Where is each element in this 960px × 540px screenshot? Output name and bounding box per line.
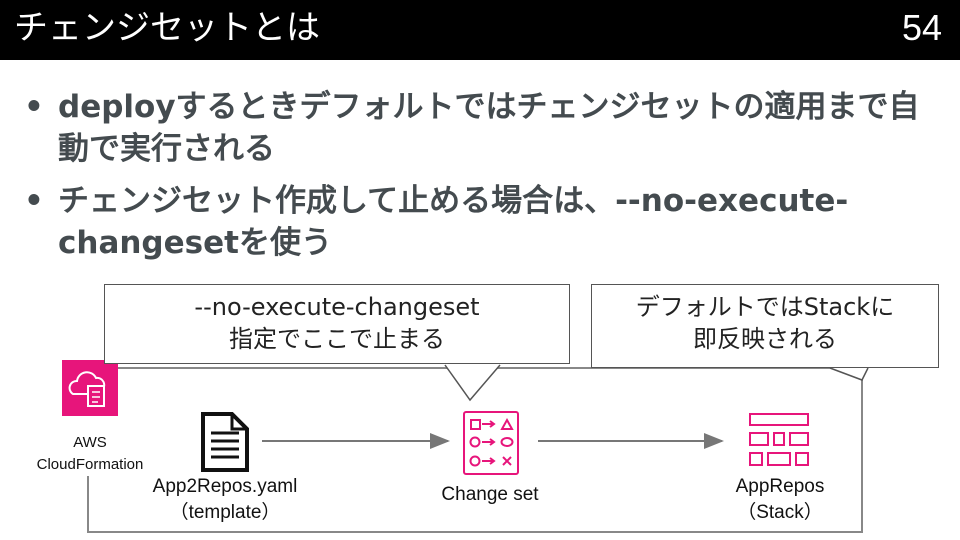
callout-no-execute-line2: 指定でここで止まる bbox=[229, 325, 445, 353]
callout-default-line1: デフォルトではStackに bbox=[635, 293, 895, 321]
slide-number: 54 bbox=[901, 7, 942, 48]
callout-left-tail bbox=[444, 364, 501, 402]
bullet-item: • deployするときデフォルトではチェンジセットの適用まで自動で実行される bbox=[24, 86, 934, 170]
stack-icon bbox=[749, 413, 809, 466]
changeset-label: Change set bbox=[441, 484, 539, 505]
slide-header: チェンジセットとは 54 bbox=[0, 0, 960, 60]
change-set-icon bbox=[463, 411, 519, 475]
callout-right-tail bbox=[829, 367, 869, 381]
cloudformation-label-line1: AWS bbox=[73, 434, 107, 451]
callout-default-line2: 即反映される bbox=[693, 325, 837, 353]
slide-title: チェンジセットとは bbox=[14, 8, 320, 48]
template-label-line2: （template） bbox=[169, 502, 281, 523]
callout-no-execute-line1: --no-execute-changeset bbox=[194, 293, 480, 321]
bullet-marker: • bbox=[24, 183, 44, 219]
template-label-line1: App2Repos.yaml bbox=[152, 476, 298, 497]
bullet-list: • deployするときデフォルトではチェンジセットの適用まで自動で実行される … bbox=[24, 86, 934, 274]
cloudformation-label: AWS CloudFormation bbox=[18, 432, 162, 476]
bullet-text: deployするときデフォルトではチェンジセットの適用まで自動で実行される bbox=[58, 89, 920, 167]
bullet-item: • チェンジセット作成して止める場合は、--no-execute-changes… bbox=[24, 180, 934, 264]
bullet-marker: • bbox=[24, 89, 44, 125]
callout-default: デフォルトではStackに 即反映される bbox=[591, 284, 939, 368]
cloudformation-boundary bbox=[87, 367, 863, 533]
stack-label-line1: AppRepos bbox=[735, 476, 825, 497]
template-label: App2Repos.yaml （template） bbox=[130, 474, 320, 526]
cloudformation-label-line2: CloudFormation bbox=[36, 456, 144, 473]
bullet-text: チェンジセット作成して止める場合は、--no-execute-changeset… bbox=[58, 183, 849, 261]
cloudformation-icon bbox=[62, 360, 118, 416]
stack-label-line2: （Stack） bbox=[737, 502, 823, 523]
stack-label: AppRepos （Stack） bbox=[700, 474, 860, 526]
callout-no-execute: --no-execute-changeset 指定でここで止まる bbox=[104, 284, 570, 364]
document-icon bbox=[201, 412, 249, 472]
